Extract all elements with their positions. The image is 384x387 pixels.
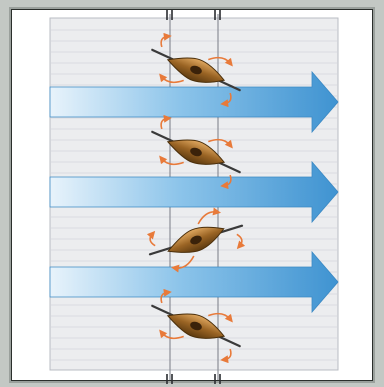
flow-diagram — [0, 0, 384, 387]
